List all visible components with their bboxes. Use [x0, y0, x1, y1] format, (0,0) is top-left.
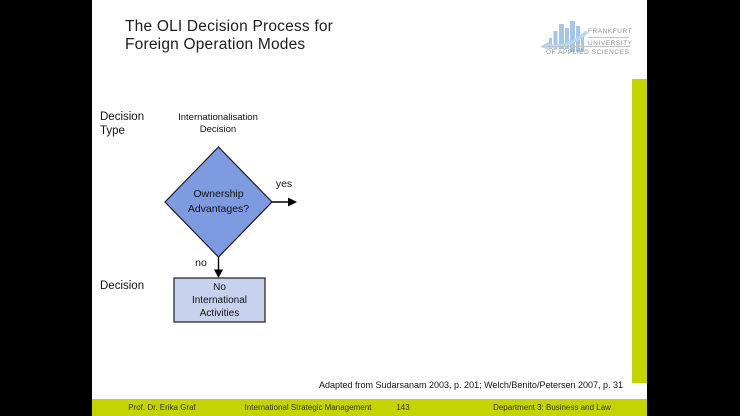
diamond-caption-line2: Decision: [199, 123, 237, 135]
logo-line2: UNIVERSITY: [588, 37, 632, 47]
decision-diamond-label: Ownership Advantages?: [162, 187, 275, 216]
footer-course: International Strategic Management: [244, 403, 372, 412]
accent-stripe: [632, 79, 647, 383]
slide: The OLI Decision Process for Foreign Ope…: [92, 0, 647, 416]
logo-line3: OF APPLIED SCIENCES: [546, 46, 630, 56]
decision-diamond-label-line2: Advantages?: [187, 202, 250, 215]
slide-title-line1: The OLI Decision Process for: [125, 18, 334, 35]
yes-arrow-head: [288, 197, 297, 207]
result-box-label-line3: Activities: [199, 308, 240, 319]
footer-author: Prof. Dr. Erika Graf: [128, 403, 196, 412]
row-label-decision-type-line1: Decision: [100, 111, 145, 123]
no-branch-label: no: [195, 257, 207, 269]
row-label-decision-type-line2: Type: [100, 125, 125, 137]
footer-department: Department 3: Business and Law: [493, 403, 611, 412]
no-arrow-head: [214, 269, 223, 278]
slide-title-line2: Foreign Operation Modes: [125, 35, 306, 53]
row-label-decision-type: Decision Type: [100, 110, 144, 138]
source-citation: Adapted from Sudarsanam 2003, p. 201; We…: [318, 380, 623, 390]
footer-bar: Prof. Dr. Erika Graf International Strat…: [92, 399, 647, 416]
decision-diamond-label-line1: Ownership: [193, 188, 244, 200]
slide-title: The OLI Decision Process for Foreign Ope…: [125, 18, 333, 53]
university-logo: FRANKFURT UNIVERSITY OF APPLIED SCIENCES: [540, 19, 635, 61]
diamond-caption-line1: Internationalisation: [178, 112, 258, 123]
logo-line1: FRANKFURT: [588, 28, 633, 35]
footer-page-number: 143: [396, 403, 410, 412]
diamond-caption: Internationalisation Decision: [164, 112, 272, 135]
skyline-bars-arrow-icon: [540, 21, 589, 52]
flowchart-canvas: [164, 146, 297, 323]
result-box-shape: [173, 277, 266, 323]
row-label-decision: Decision: [100, 280, 145, 292]
result-box-label: No International Activities: [174, 281, 265, 320]
result-box-label-line1: No: [213, 282, 226, 293]
yes-branch-label: yes: [275, 178, 293, 190]
result-box-label-line2: International: [191, 295, 248, 306]
